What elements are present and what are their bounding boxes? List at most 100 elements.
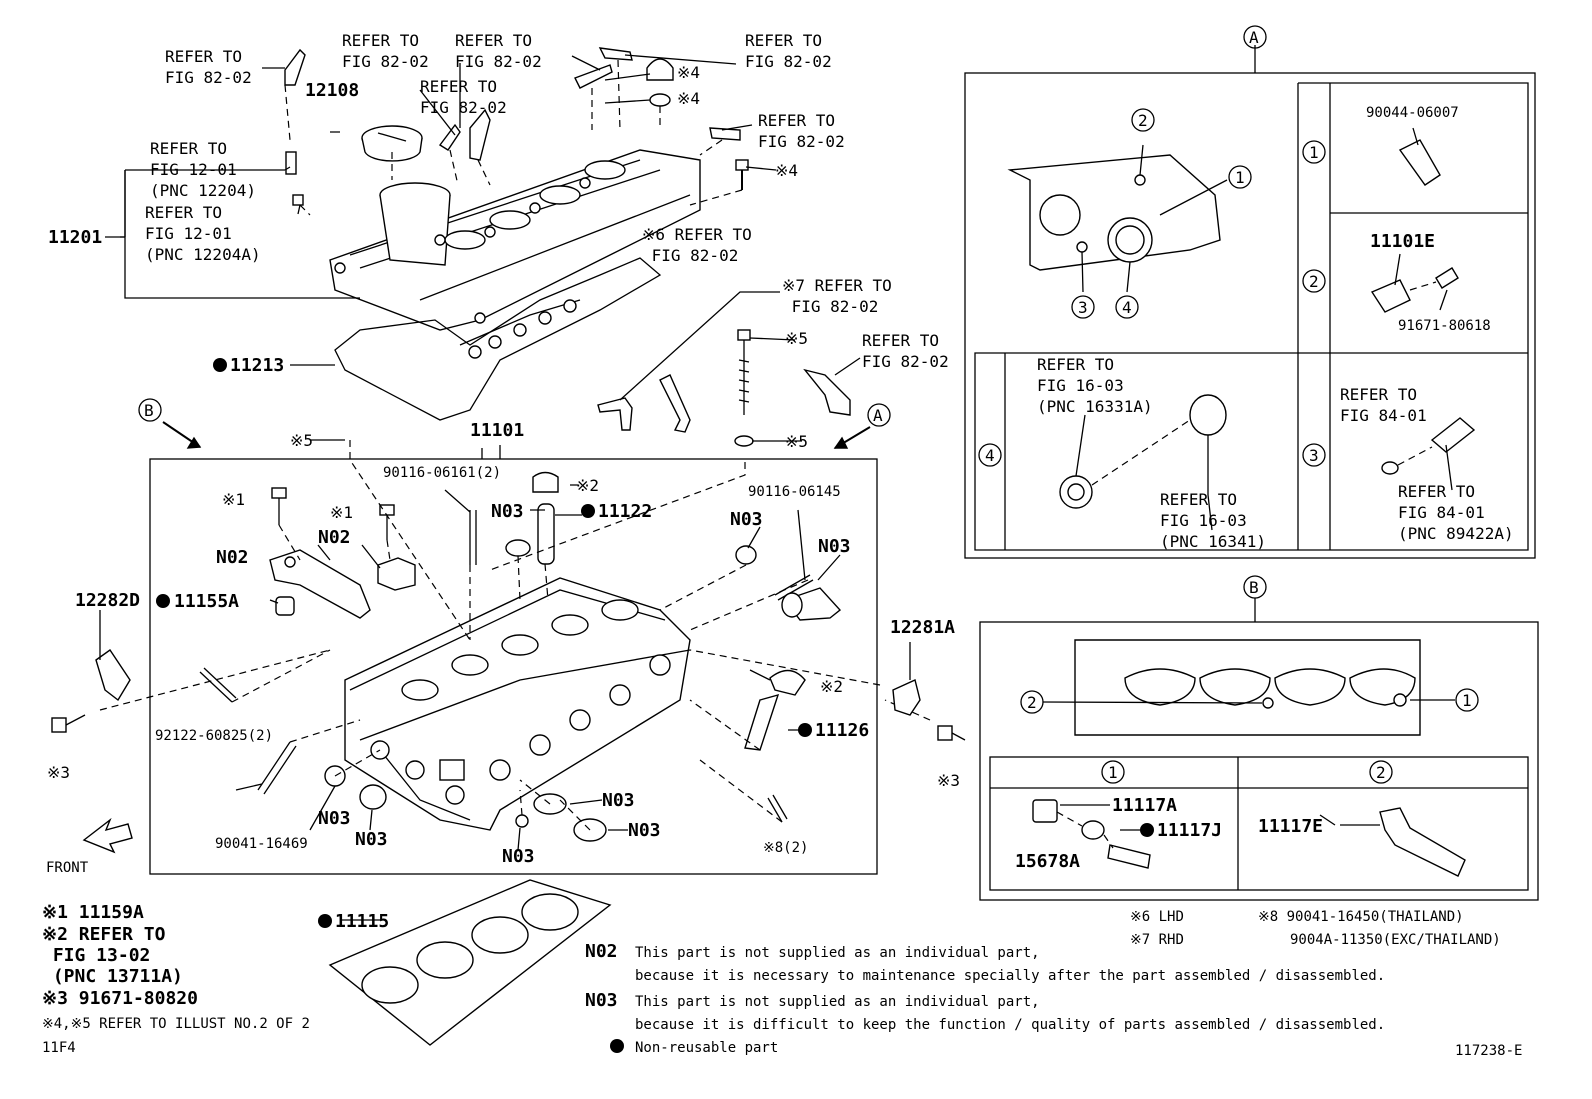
bracket-drawing (709, 127, 741, 141)
part-number-92122-60825: 92122-60825(2) (155, 728, 273, 744)
mark-2-label: ※2 (576, 476, 599, 495)
legend-mark-4-5: ※4,※5 REFER TO ILLUST NO.2 OF 2 (42, 1016, 310, 1032)
mark-1-label: ※1 (222, 490, 245, 509)
valve-stem-oil-seal-drawing (769, 669, 806, 696)
callout-1: 1 (1235, 168, 1245, 187)
union-drawing (1398, 139, 1441, 186)
callout-2: 2 (1138, 111, 1148, 130)
legend-mark-8-exc-thailand: 9004A-11350(EXC/THAILAND) (1290, 932, 1501, 948)
part-number-90116-06161: 90116-06161(2) (383, 465, 501, 481)
part-number-15678A: 15678A (1015, 851, 1080, 872)
cylinder-head-end-drawing (1007, 154, 1221, 271)
n03-label: N03 (628, 820, 661, 841)
stud-drawing (469, 510, 477, 565)
bracket-drawing (574, 64, 613, 89)
n03-label: N03 (602, 790, 635, 811)
seal-drawing (359, 784, 387, 810)
non-reusable-dot-icon (318, 914, 332, 928)
part-number-91671-80618: 91671-80618 (1398, 318, 1491, 334)
part-number-12281A: 12281A (890, 617, 955, 638)
mark-5-label: ※5 (290, 431, 313, 450)
valve-guide-bushing-drawing (744, 693, 780, 751)
callout-b-label: B (144, 401, 154, 420)
n03-label: N03 (491, 501, 524, 522)
note-n02-line2: because it is necessary to maintenance s… (635, 968, 1385, 984)
mark-4-label: ※4 (677, 89, 700, 108)
mark-5-label: ※5 (785, 432, 808, 451)
detail-b-label: B (1249, 578, 1259, 597)
diagram-code: 11F4 (42, 1040, 76, 1056)
legend-mark-7: ※7 RHD (1130, 932, 1184, 948)
stud-drawing (767, 794, 788, 823)
non-reusable-dot-icon (213, 358, 227, 372)
washer-drawing (649, 93, 671, 107)
bolt-drawing (937, 725, 953, 741)
pcv-grommet-drawing (292, 194, 304, 206)
bolt-drawing (737, 329, 751, 341)
pin-drawing (275, 596, 295, 616)
note-non-reusable: Non-reusable part (635, 1040, 778, 1056)
front-label: FRONT (46, 860, 89, 876)
non-reusable-dot-icon (581, 504, 595, 518)
legend-mark-1: ※1 11159A (42, 902, 144, 923)
non-reusable-dot-icon (156, 594, 170, 608)
cylinder-head-drawing (344, 577, 691, 831)
note-n02-code: N02 (585, 941, 618, 962)
sensor-drawing (1370, 279, 1411, 313)
plug-drawing (505, 539, 531, 557)
pcv-valve-drawing (285, 151, 297, 175)
bracket-drawing (469, 108, 491, 161)
cylinder-head-gasket-drawing (328, 879, 612, 1046)
callout-2: 2 (1376, 763, 1386, 782)
part-number-11101: 11101 (470, 420, 524, 441)
mark-2-label: ※2 (820, 677, 843, 696)
n03-label: N03 (355, 829, 388, 850)
camshaft-bearing-cap-drawing (269, 549, 371, 619)
callout-1: 1 (1309, 143, 1319, 162)
callout-b-circle (138, 398, 162, 422)
bolt-drawing (735, 159, 749, 171)
callout-4: 4 (985, 446, 995, 465)
bracket-drawing (438, 123, 461, 151)
detail-a-frame (964, 72, 1536, 559)
bracket-drawing (284, 48, 306, 86)
detail-a-circle (1243, 25, 1267, 49)
union-drawing (1107, 844, 1151, 869)
non-reusable-dot-icon (1140, 823, 1154, 837)
cylinder-head-cover-drawing (329, 149, 701, 331)
legend-mark-8-thailand: ※8 90041-16450(THAILAND) (1258, 909, 1464, 925)
part-number-90044-06007: 90044-06007 (1366, 105, 1459, 121)
detail-b-frame (979, 621, 1539, 901)
part-number-11213: 11213 (230, 355, 284, 376)
part-number-11101E: 11101E (1370, 231, 1435, 252)
front-arrow-icon (82, 817, 133, 854)
part-number-11117J: 11117J (1157, 820, 1222, 841)
bolt-drawing (379, 504, 395, 516)
stud-drawing (199, 667, 237, 703)
part-number-90116-06145: 90116-06145 (748, 484, 841, 500)
n02-label: N02 (216, 547, 249, 568)
part-number-90041-16469: 90041-16469 (215, 836, 308, 852)
plug-drawing (1435, 267, 1459, 289)
engine-hanger-drawing (892, 679, 921, 716)
engine-hanger-drawing (95, 649, 131, 702)
non-reusable-dot-icon (798, 723, 812, 737)
part-number-12108: 12108 (305, 80, 359, 101)
mark-3-label: ※3 (47, 763, 70, 782)
legend-mark-2: ※2 REFER TO FIG 13-02 (PNC 13711A) (42, 924, 183, 987)
part-number-11117A: 11117A (1112, 795, 1177, 816)
cylinder-head-frame (149, 458, 878, 875)
detail-a-label: A (1249, 28, 1259, 47)
bolt-drawing (51, 717, 67, 733)
n03-label: N03 (818, 536, 851, 557)
part-number-11201: 11201 (48, 227, 102, 248)
callout-2: 2 (1309, 272, 1319, 291)
oil-filler-cap-drawing (361, 125, 423, 162)
